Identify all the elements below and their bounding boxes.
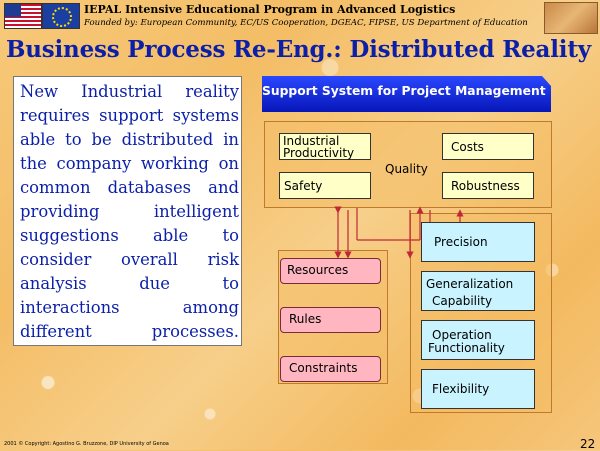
constraints-label: Constraints: [289, 361, 358, 375]
quality-node: Quality: [379, 159, 435, 181]
industrial-productivity-label-1: Industrial: [283, 134, 340, 148]
resources-label: Resources: [287, 263, 349, 277]
us-flag-icon: [4, 3, 42, 29]
rules-box: Rules: [280, 307, 381, 333]
precision-box: Precision: [421, 222, 535, 262]
industrial-productivity-label-2: Productivity: [283, 146, 355, 160]
generalization-label-2: Capability: [432, 294, 493, 308]
eu-flag-icon: [42, 3, 80, 29]
panel-body-text: New Industrial reality requires support …: [20, 82, 239, 341]
banner-label: Support System for Project Management: [262, 84, 546, 98]
slide-title: Business Process Re-Eng.: Distributed Re…: [6, 36, 591, 63]
precision-label: Precision: [434, 235, 488, 249]
flexibility-label: Flexibility: [432, 382, 490, 396]
robustness-box: Robustness: [442, 172, 534, 199]
operation-label-1: Operation: [432, 328, 492, 342]
generalization-label-1: Generalization: [426, 277, 514, 291]
safety-box: Safety: [279, 172, 371, 199]
text-panel: [13, 76, 242, 346]
rules-label: Rules: [289, 312, 322, 326]
constraints-box: Constraints: [280, 356, 381, 382]
industrial-productivity-box: Industrial Productivity: [279, 133, 371, 160]
operation-box: Operation Functionality: [421, 320, 535, 360]
robustness-label: Robustness: [451, 179, 520, 193]
safety-label: Safety: [284, 179, 323, 193]
resources-box: Resources: [280, 258, 381, 284]
banner-arrow: [262, 76, 551, 112]
page-number: 22: [580, 437, 596, 451]
footer-credit: 2001 © Copyright: Agostino G. Bruzzone, …: [4, 441, 169, 447]
university-logo-icon: [544, 2, 598, 34]
costs-box: Costs: [442, 133, 534, 160]
quality-label: Quality: [385, 162, 428, 176]
header-subtitle: Founded by: European Community, EC/US Co…: [84, 18, 528, 28]
operation-label-2: Functionality: [428, 341, 505, 355]
flexibility-box: Flexibility: [421, 369, 535, 409]
generalization-box: Generalization Capability: [421, 271, 535, 311]
costs-label: Costs: [451, 140, 484, 154]
header-title: IEPAL Intensive Educational Program in A…: [84, 3, 456, 16]
